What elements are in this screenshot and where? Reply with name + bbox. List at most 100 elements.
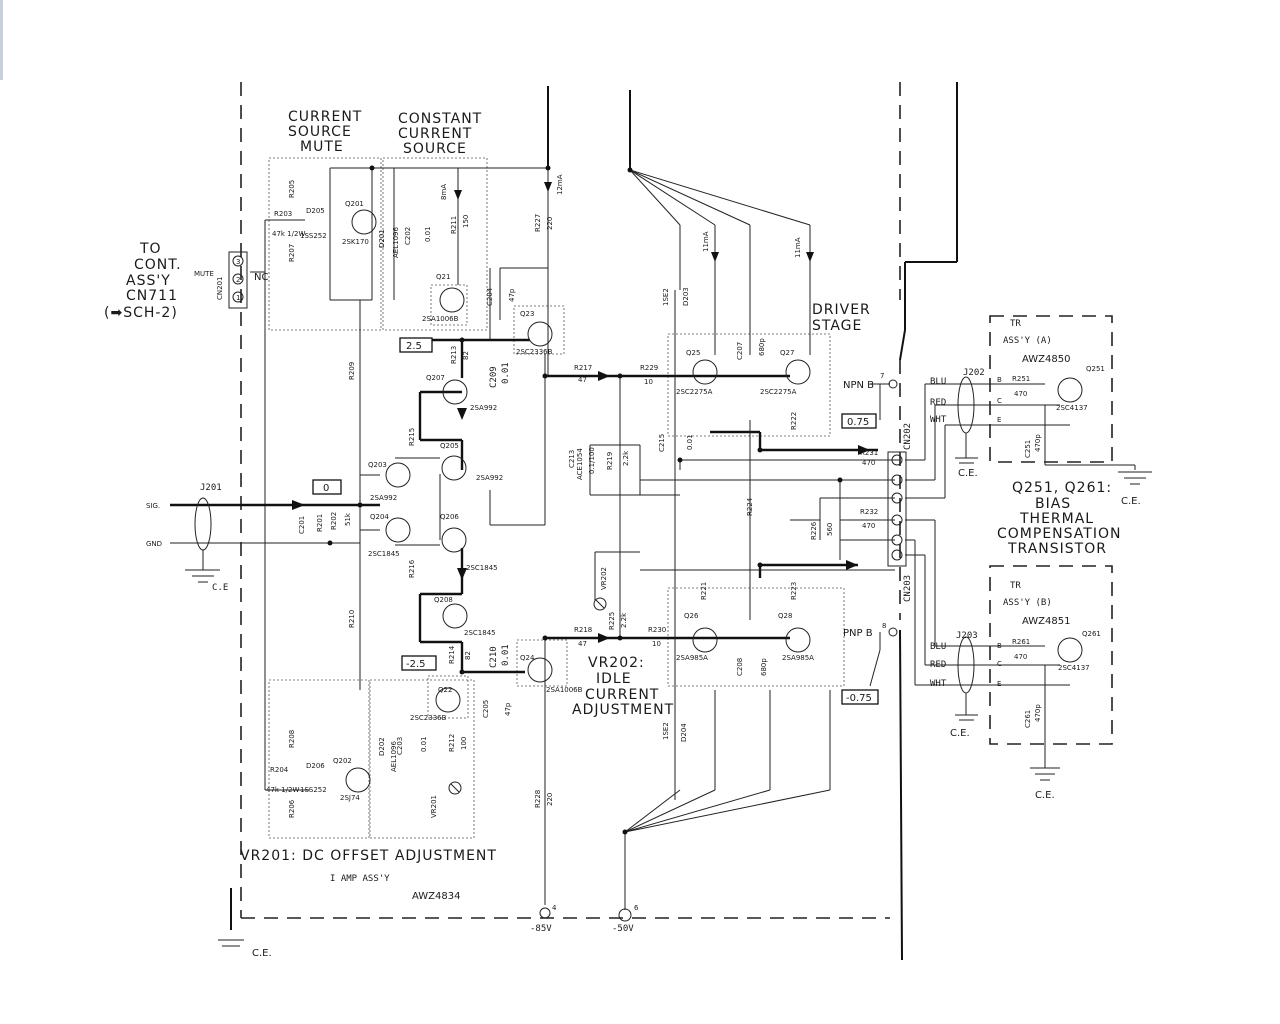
cn202-cn203-pins	[887, 379, 907, 637]
scan-shade	[0, 0, 3, 80]
q201-part: 2SK170	[342, 238, 369, 246]
d205-label: D205	[306, 207, 325, 215]
r217-label: R217	[574, 364, 592, 372]
b-label: B	[997, 376, 1002, 384]
r213-label: R213	[450, 346, 458, 364]
c208-label: C208	[736, 658, 744, 676]
vr201-label: VR201	[430, 795, 438, 818]
r216-label: R216	[408, 559, 416, 578]
ce-bottom-label: C.E.	[252, 948, 272, 959]
current-source-mute-title-1: CURRENT	[288, 109, 362, 125]
sig-label: SIG.	[146, 502, 160, 510]
current-12ma: 12mA	[556, 174, 564, 195]
r227-value: 220	[546, 217, 554, 230]
r211-label: R211	[450, 216, 458, 234]
d205-part: 1SS252	[300, 232, 327, 240]
transistor-q26-icon	[692, 627, 718, 653]
q205-part: 2SA992	[476, 474, 503, 482]
ce-left-label: C.E	[212, 583, 228, 593]
c2-label: C	[997, 660, 1002, 668]
voltage-tags	[312, 337, 879, 705]
r226-value: 560	[826, 523, 834, 536]
d202-label: D202	[378, 737, 386, 756]
q201-label: Q201	[345, 200, 364, 208]
r215-label: R215	[408, 428, 416, 446]
c213-label: C213	[568, 450, 576, 468]
r202-value: 51k	[344, 512, 352, 526]
c205-value: 47p	[504, 702, 512, 716]
e2-label: E	[997, 680, 1001, 688]
transistor-q261-icon	[1057, 637, 1083, 663]
r211-value: 150	[462, 215, 470, 228]
c261-value: 470p	[1034, 704, 1042, 722]
ground-icon	[1118, 471, 1152, 485]
c208-value: 680p	[760, 658, 768, 676]
r230-value: 10	[652, 640, 661, 648]
ground-icon	[185, 550, 220, 583]
block-titles: CURRENT SOURCE MUTE CONSTANT CURRENT SOU…	[240, 109, 1121, 864]
r203-label: R203	[274, 210, 292, 218]
red-label: RED	[930, 398, 946, 408]
c209-value: 0.01	[501, 362, 511, 384]
r209-label: R209	[348, 362, 356, 380]
q204-label: Q204	[370, 513, 389, 521]
c213-value: 0.1/100	[588, 447, 596, 474]
pin6-label: 6	[634, 904, 639, 912]
r213-value: 82	[462, 351, 470, 360]
mute-label: MUTE	[194, 270, 214, 278]
q261-part: 2SC4137	[1058, 664, 1090, 672]
d203-part: 1SE2	[662, 288, 670, 306]
q207-part: 2SA992	[470, 404, 497, 412]
transistor-q205-icon	[441, 455, 467, 481]
tr-assy-boxes	[989, 315, 1113, 745]
q27-label: Q27	[780, 349, 794, 357]
wht-label: WHT	[930, 415, 947, 425]
bias-comp-title-4: COMPENSATION	[997, 526, 1121, 542]
tr-b-code: AWZ4851	[1022, 616, 1070, 627]
q261-label: Q261	[1082, 630, 1101, 638]
q24-label: Q24	[520, 654, 535, 662]
d204-part: 1SE2	[662, 722, 670, 740]
q26-label: Q26	[684, 612, 699, 620]
r217-value: 47	[578, 376, 587, 384]
vr202-knob-icon	[593, 597, 607, 611]
minus50v-label: -50V	[612, 924, 634, 934]
current-source-mute-title-2: SOURCE	[288, 124, 352, 140]
d204-label: D204	[680, 723, 688, 742]
d202-part: AEL1096	[390, 741, 398, 772]
r218-value: 47	[578, 640, 587, 648]
voltage-minus-0-75: -0.75	[846, 693, 872, 704]
signal-labels: SIG. GND C.E C.E. C.E. C.E. C.E. C.E. NP…	[146, 372, 1141, 959]
d203-label: D203	[682, 287, 690, 306]
connector-labels: TO CONT. ASS'Y CN711 (➡SCH-2) MUTE NC CN…	[104, 241, 985, 641]
nc-label: NC	[254, 272, 268, 283]
blu-label: BLU	[930, 377, 946, 387]
q23-part: 2SC2336B	[516, 348, 553, 356]
q203-part: 2SA992	[370, 494, 397, 502]
ce-j203-label: C.E.	[950, 728, 970, 739]
tr-b-line2: ASS'Y (B)	[1003, 598, 1052, 608]
c203-label: C203	[396, 737, 404, 755]
q24-part: 2SA1006B	[546, 686, 583, 694]
c201-label: C201	[298, 516, 306, 534]
transistor-q251-icon	[1057, 377, 1083, 403]
transistor-q23-icon	[527, 321, 553, 347]
transistor-q206-icon	[441, 527, 467, 553]
to-cont-4: CN711	[126, 288, 178, 304]
r221-label: R221	[700, 582, 708, 600]
q205-label: Q205	[440, 442, 459, 450]
sub-blocks	[268, 157, 845, 839]
transistor-q25-icon	[692, 359, 718, 385]
r207-label: R207	[288, 244, 296, 262]
r223-label: R223	[790, 582, 798, 600]
transistor-q208-icon	[442, 603, 468, 629]
transistor-q22-icon	[435, 687, 461, 713]
tr-a-title: TR	[1010, 319, 1021, 329]
d206-label: D206	[306, 762, 325, 770]
r227-label: R227	[534, 214, 542, 232]
q207-label: Q207	[426, 374, 445, 382]
component-labels: R203 47k 1/2W R204 47k 1/2W D205 1SS252 …	[266, 180, 1042, 818]
red2-label: RED	[930, 660, 946, 670]
b2-label: B	[997, 642, 1002, 650]
